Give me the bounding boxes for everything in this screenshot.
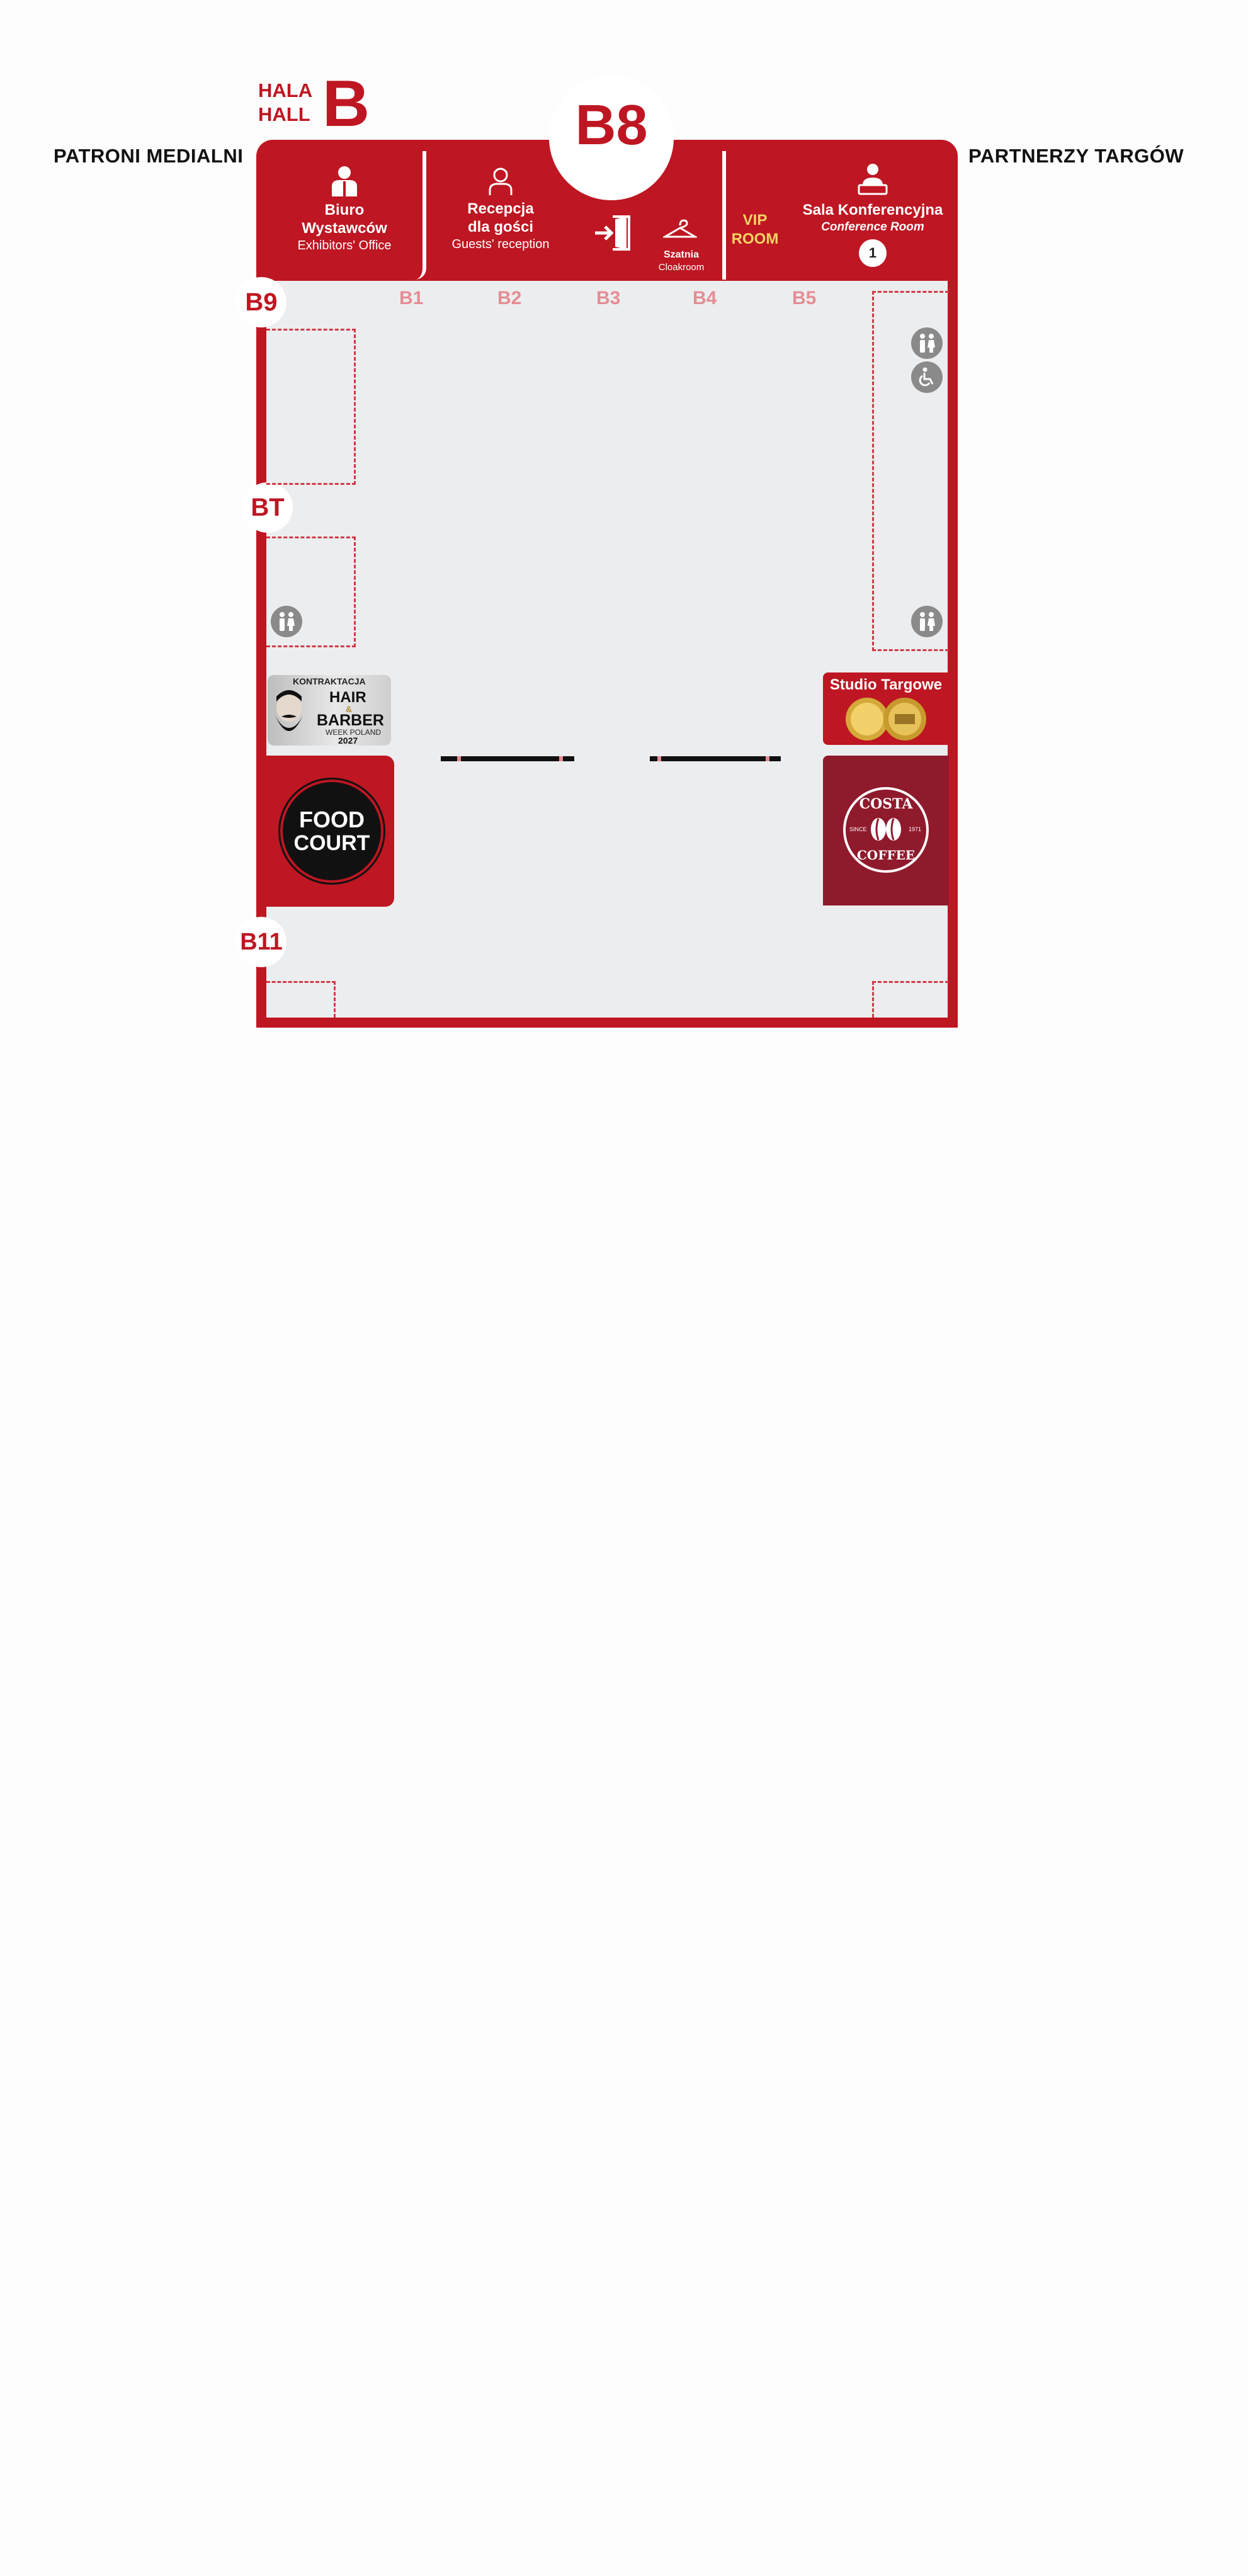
conference-room[interactable]: Sala Konferencyjna Conference Room 1 [788, 151, 958, 280]
food-court-logo: FOOD COURT [283, 782, 381, 880]
exit-door-icon[interactable] [594, 214, 633, 252]
hair-barber-line-4: BARBER [317, 712, 384, 729]
conference-subtitle: Conference Room [821, 220, 924, 234]
wheelchair-icon[interactable] [911, 361, 943, 393]
hair-barber-line-3: & [346, 704, 353, 714]
food-court-feature[interactable]: FOOD COURT [266, 756, 394, 907]
conference-number-badge: 1 [859, 239, 887, 267]
barber-face-icon [275, 690, 303, 731]
costa-year: 1971 [909, 826, 922, 832]
food-court-line-1: FOOD [299, 807, 365, 832]
zone-bt-label: BT [242, 482, 293, 533]
barrier-left [441, 756, 574, 761]
restroom-icon[interactable] [911, 327, 943, 359]
vip-line-2: ROOM [731, 230, 779, 247]
exhibitors-office[interactable]: Biuro Wystawców Exhibitors' Office [266, 151, 426, 280]
entrance-zone-label: B8 [575, 93, 648, 157]
hair-barber-line-5: WEEK POLAND [326, 728, 382, 737]
costa-line-2: COFFEE [856, 848, 916, 863]
hall-word-en: HALL [258, 103, 310, 125]
costa-line-1: COSTA [859, 796, 913, 812]
award-medals-icon [846, 698, 926, 740]
presenter-icon [858, 164, 888, 195]
conference-title: Sala Konferencyjna [802, 201, 943, 218]
hair-barber-line-1: KONTRAKTACJA [293, 676, 366, 686]
costa-coffee-logo: COSTA SINCE 1971 COFFEE [843, 787, 929, 873]
guests-reception[interactable]: Recepcja dla gości Guests' reception [430, 151, 571, 280]
reception-title-1: Recepcja [467, 200, 534, 217]
costa-coffee-feature[interactable]: COSTA SINCE 1971 COFFEE [823, 756, 949, 905]
hall-floor [266, 281, 948, 1018]
studio-feature[interactable]: Studio Targowe [823, 672, 949, 745]
media-patrons-title: PATRONI MEDIALNI [54, 145, 244, 167]
aisle-b2: B2 [497, 288, 522, 309]
zone-b11-label: B11 [236, 917, 286, 967]
hair-barber-line-2: HAIR [329, 689, 366, 706]
studio-title: Studio Targowe [829, 676, 943, 693]
hair-barber-feature[interactable]: KONTRAKTACJA HAIR & BARBER WEEK POLAND 2… [268, 675, 391, 746]
conference-number: 1 [868, 245, 877, 261]
coffee-beans-icon [871, 818, 901, 841]
office-title-2: Wystawców [302, 220, 387, 237]
cloakroom-title: Szatnia [663, 249, 699, 260]
vip-line-1: VIP [742, 212, 768, 229]
stand-area-left-middle[interactable] [266, 536, 356, 647]
office-title-1: Biuro [324, 201, 365, 218]
cloakroom-subtitle: Cloakroom [658, 262, 705, 273]
entrance-badge[interactable]: B8 [549, 76, 674, 200]
restroom-icon[interactable] [911, 606, 943, 637]
top-row: Biuro Wystawców Exhibitors' Office Recep… [256, 140, 958, 281]
reception-title-2: dla gości [467, 218, 534, 235]
restroom-icon[interactable] [271, 606, 302, 637]
aisle-b5: B5 [792, 288, 817, 309]
fair-partners-title: PARTNERZY TARGÓW [968, 145, 1184, 167]
reception-subtitle: Guests' reception [451, 237, 550, 251]
food-court-line-2: COURT [293, 831, 370, 855]
hanger-icon [663, 219, 697, 238]
office-subtitle: Exhibitors' Office [297, 239, 392, 252]
hair-barber-line-6: 2027 [338, 735, 358, 746]
receptionist-icon [489, 167, 513, 195]
hall-letter: B [322, 67, 370, 140]
hall-label: HALA HALL [258, 79, 312, 127]
stand-area-right-bottom[interactable] [872, 981, 949, 1018]
aisle-b1: B1 [399, 288, 424, 309]
stand-area-right-top[interactable] [872, 291, 949, 651]
zone-b9-label: B9 [236, 277, 286, 327]
costa-since: SINCE [849, 826, 867, 832]
stand-area-left-top[interactable] [266, 329, 356, 485]
stand-area-left-bottom[interactable] [266, 981, 336, 1018]
aisle-b3: B3 [596, 288, 621, 309]
office-worker-icon [332, 166, 357, 196]
vip-room[interactable]: VIP ROOM [722, 151, 784, 280]
barrier-right [650, 756, 781, 761]
hall-word-pl: HALA [258, 79, 313, 101]
aisle-b4: B4 [693, 288, 717, 309]
